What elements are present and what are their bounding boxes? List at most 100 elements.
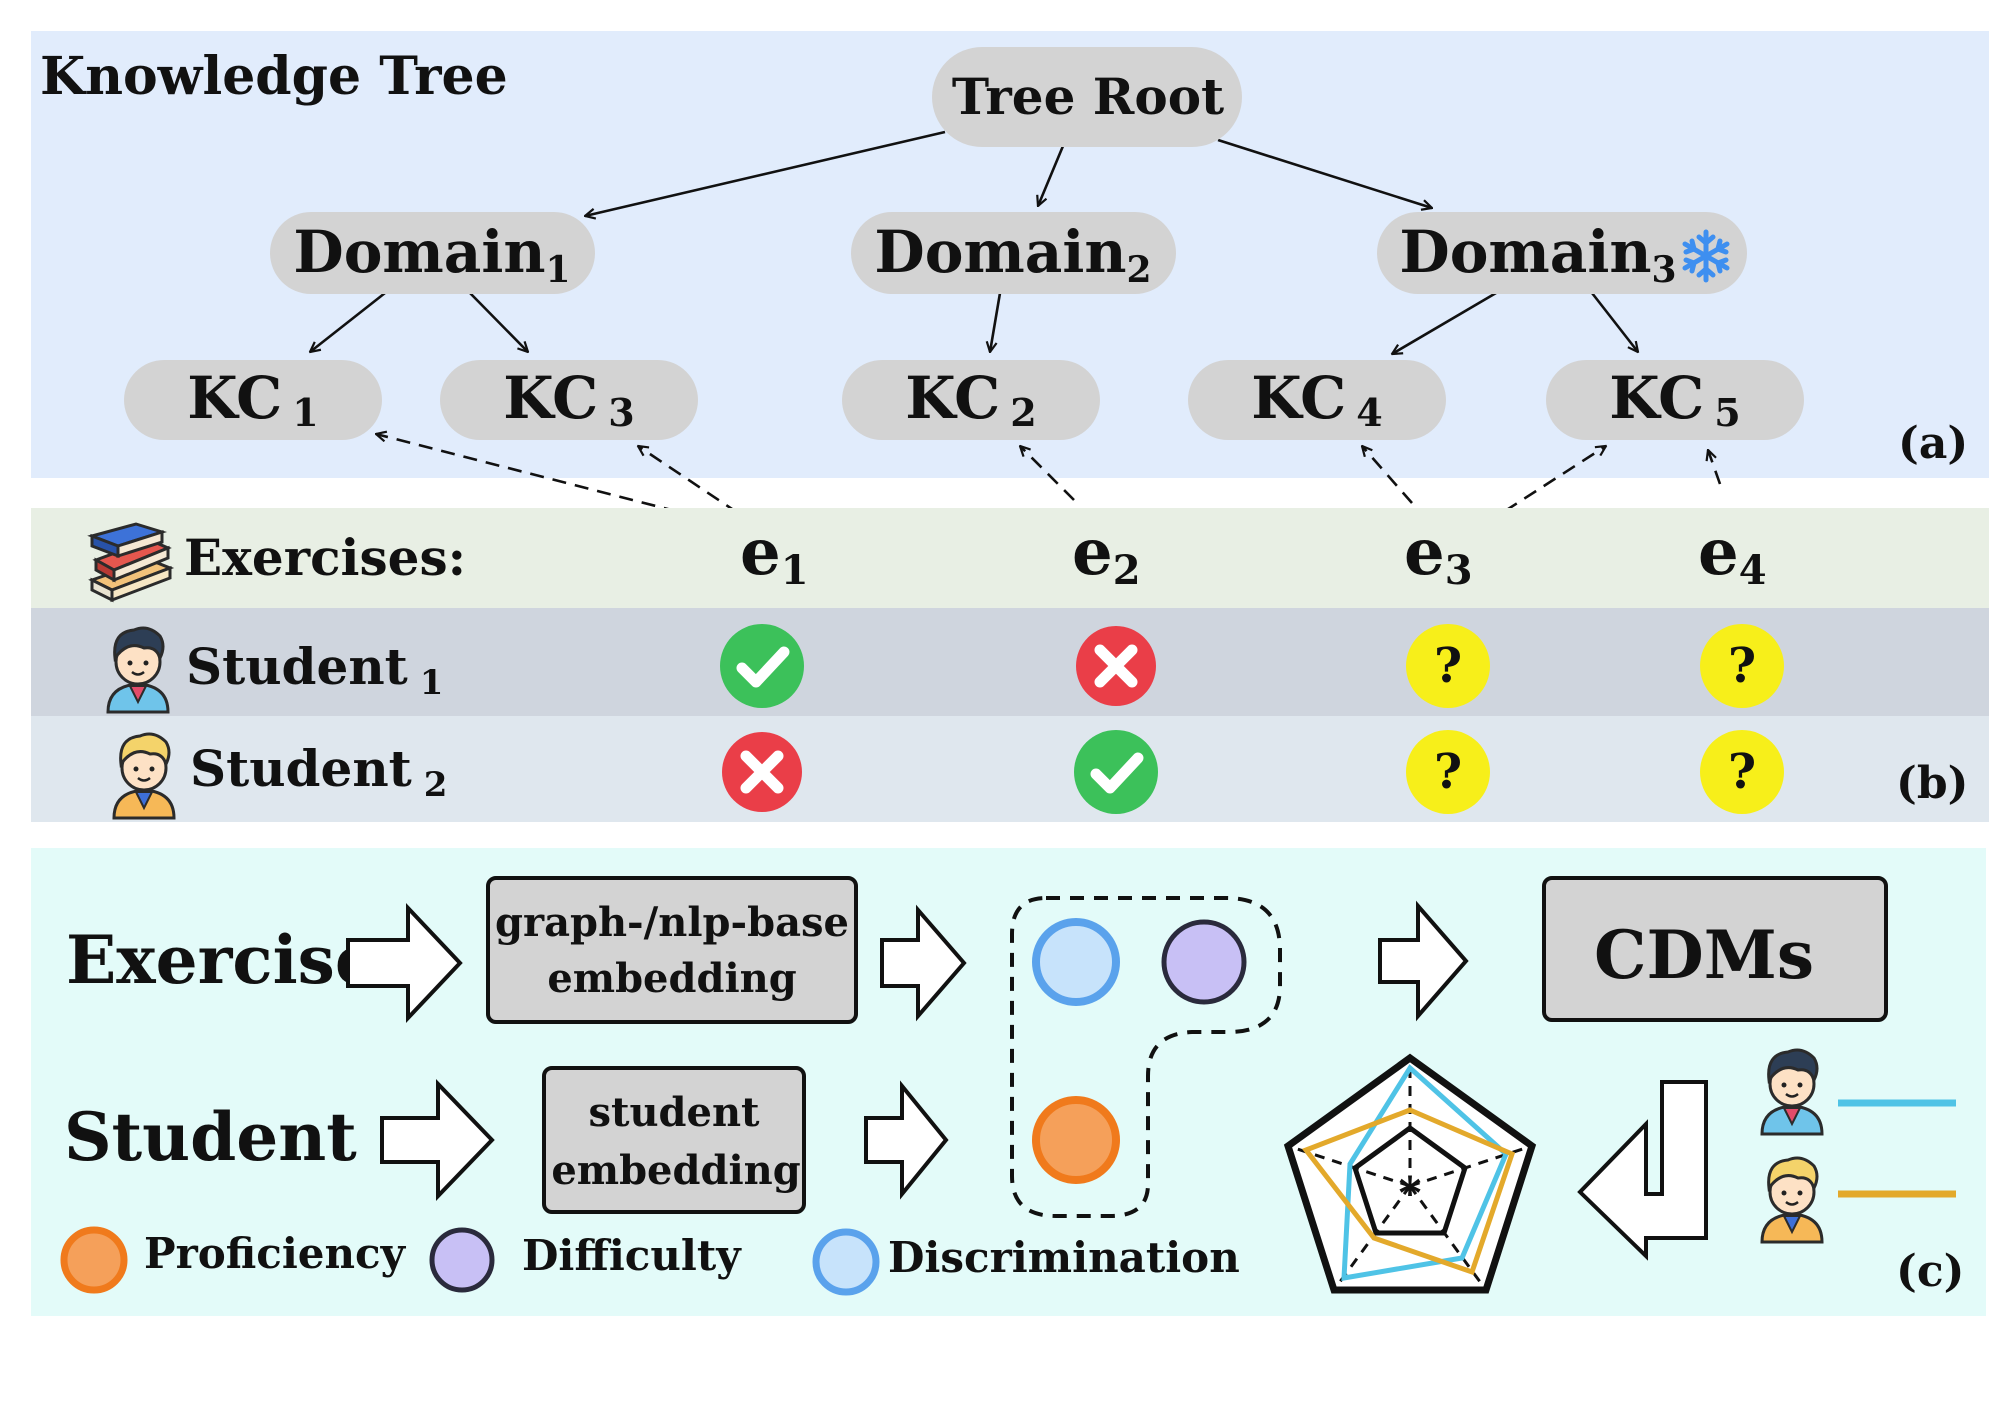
svg-text:embedding: embedding (547, 955, 796, 1002)
arrow-student-embedding-to-params (864, 1080, 949, 1200)
svg-text:?: ? (1434, 744, 1462, 800)
panel-a-tag: (a) (1898, 418, 1968, 469)
result-wrong-s1-e2 (1076, 626, 1156, 706)
panel-b-row1-background (31, 608, 1989, 716)
edge-root-domain3 (1217, 138, 1432, 208)
svg-text:KC1: KC1 (187, 364, 318, 435)
cdms-box: CDMs (1542, 876, 1888, 1022)
exercises-label: Exercises: (184, 528, 466, 587)
exercise-embedding-box: graph-/nlp-base embedding (486, 876, 858, 1024)
student-embedding-box: student embedding (542, 1066, 806, 1214)
result-marks: ???? (720, 624, 1784, 814)
result-wrong-s2-e1 (722, 732, 802, 812)
exercise-header-3: e3 (1404, 515, 1473, 594)
radar-chart: * (1283, 1053, 1537, 1294)
radar-student-2-series (1301, 1107, 1516, 1276)
domain-3-sub: 3 (1652, 249, 1677, 291)
proficiency-param-circle (1032, 1096, 1120, 1184)
result-unknown-s1-e4: ? (1700, 624, 1784, 708)
svg-text:Domain3: Domain3 (1399, 218, 1676, 291)
block-arrows (346, 900, 1708, 1261)
param-legend: Proficiency Difficulty Discrimination (60, 1226, 1240, 1296)
parameter-group-outline (1010, 896, 1282, 1218)
edge-root-domain2 (1038, 145, 1065, 206)
result-unknown-s2-e3: ? (1406, 730, 1490, 814)
domain-2-sub: 2 (1127, 249, 1152, 291)
result-unknown-s2-e4: ? (1700, 730, 1784, 814)
tree-root-label: Tree Root (952, 67, 1224, 126)
svg-text:Domain2: Domain2 (874, 218, 1151, 291)
tree-root-node: Tree Root (932, 47, 1242, 147)
radar-inner-pentagon (1352, 1124, 1468, 1236)
svg-text:KC5: KC5 (1609, 364, 1740, 435)
snowflake-icon (1682, 229, 1730, 283)
link-e3-kc5 (1504, 446, 1606, 513)
difficulty-param-circle (1161, 919, 1247, 1005)
svg-text:embedding: embedding (551, 1147, 800, 1194)
svg-text:KC2: KC2 (905, 364, 1036, 435)
result-correct-s1-e1 (720, 624, 804, 708)
exercise-header-2: e2 (1072, 515, 1141, 594)
student-1-avatar (106, 626, 170, 714)
edge-domain3-kc5 (1590, 292, 1638, 352)
domain-node-1: Domain1 (270, 212, 595, 294)
svg-text:?: ? (1728, 638, 1756, 694)
legend-discrimination-label: Discrimination (888, 1233, 1240, 1282)
panel-c-tag: (c) (1896, 1246, 1964, 1297)
svg-text:?: ? (1728, 744, 1756, 800)
legend-student-2-avatar (1760, 1156, 1824, 1244)
legend-proficiency-label: Proficiency (144, 1229, 407, 1278)
link-e4-kc5 (1708, 450, 1722, 485)
arrow-embedding-to-params (880, 904, 967, 1022)
legend-difficulty-swatch (429, 1227, 495, 1293)
radar-student-1-series (1341, 1064, 1509, 1281)
radar-center-glyph: * (1398, 1168, 1421, 1219)
legend-difficulty-label: Difficulty (522, 1231, 742, 1280)
edge-domain1-kc1 (310, 291, 386, 352)
edge-domain3-kc4 (1392, 291, 1497, 354)
tree-edges (310, 130, 1638, 354)
legend-discrimination-swatch (812, 1228, 880, 1296)
cdms-label: CDMs (1594, 916, 1814, 994)
edge-domain1-kc3 (469, 292, 528, 352)
domain-3-label: Domain (1399, 218, 1651, 286)
discrimination-param-circle (1032, 918, 1120, 1006)
svg-text:graph-/nlp-base: graph-/nlp-base (495, 899, 849, 946)
svg-text:student: student (588, 1089, 760, 1136)
link-e1-kc3 (638, 446, 739, 515)
link-e2-kc2 (1020, 446, 1075, 501)
exercise-header-4: e4 (1698, 515, 1767, 594)
legend-student-1-avatar (1760, 1048, 1824, 1136)
edge-domain2-kc2 (990, 292, 1002, 352)
exercise-row-label: Exercise (66, 921, 377, 999)
result-unknown-s1-e3: ? (1406, 624, 1490, 708)
svg-text:?: ? (1434, 638, 1462, 694)
edge-root-domain1 (585, 130, 946, 216)
domain-1-sub: 1 (546, 249, 571, 291)
exercise-header-1: e1 (740, 515, 809, 594)
arrow-student-to-embedding (380, 1079, 495, 1201)
panel-b-header-background (31, 508, 1989, 608)
domain-node-2: Domain2 (851, 212, 1176, 294)
domain-1-label: Domain (293, 218, 545, 286)
arrow-exercise-to-embedding (346, 902, 463, 1024)
svg-text:Domain1: Domain1 (293, 218, 570, 291)
books-icon (87, 522, 175, 603)
svg-text:KC4: KC4 (1251, 364, 1382, 435)
domain-node-3: Domain3 (1377, 212, 1747, 294)
svg-text:KC3: KC3 (503, 364, 634, 435)
panel-a-title: Knowledge Tree (40, 46, 508, 107)
arrow-cdms-to-radar (1577, 1080, 1708, 1261)
arrow-params-to-cdms (1378, 900, 1469, 1022)
radar-axes (1287, 1058, 1533, 1291)
link-e3-kc4 (1362, 446, 1413, 504)
legend-proficiency-swatch (60, 1226, 128, 1294)
